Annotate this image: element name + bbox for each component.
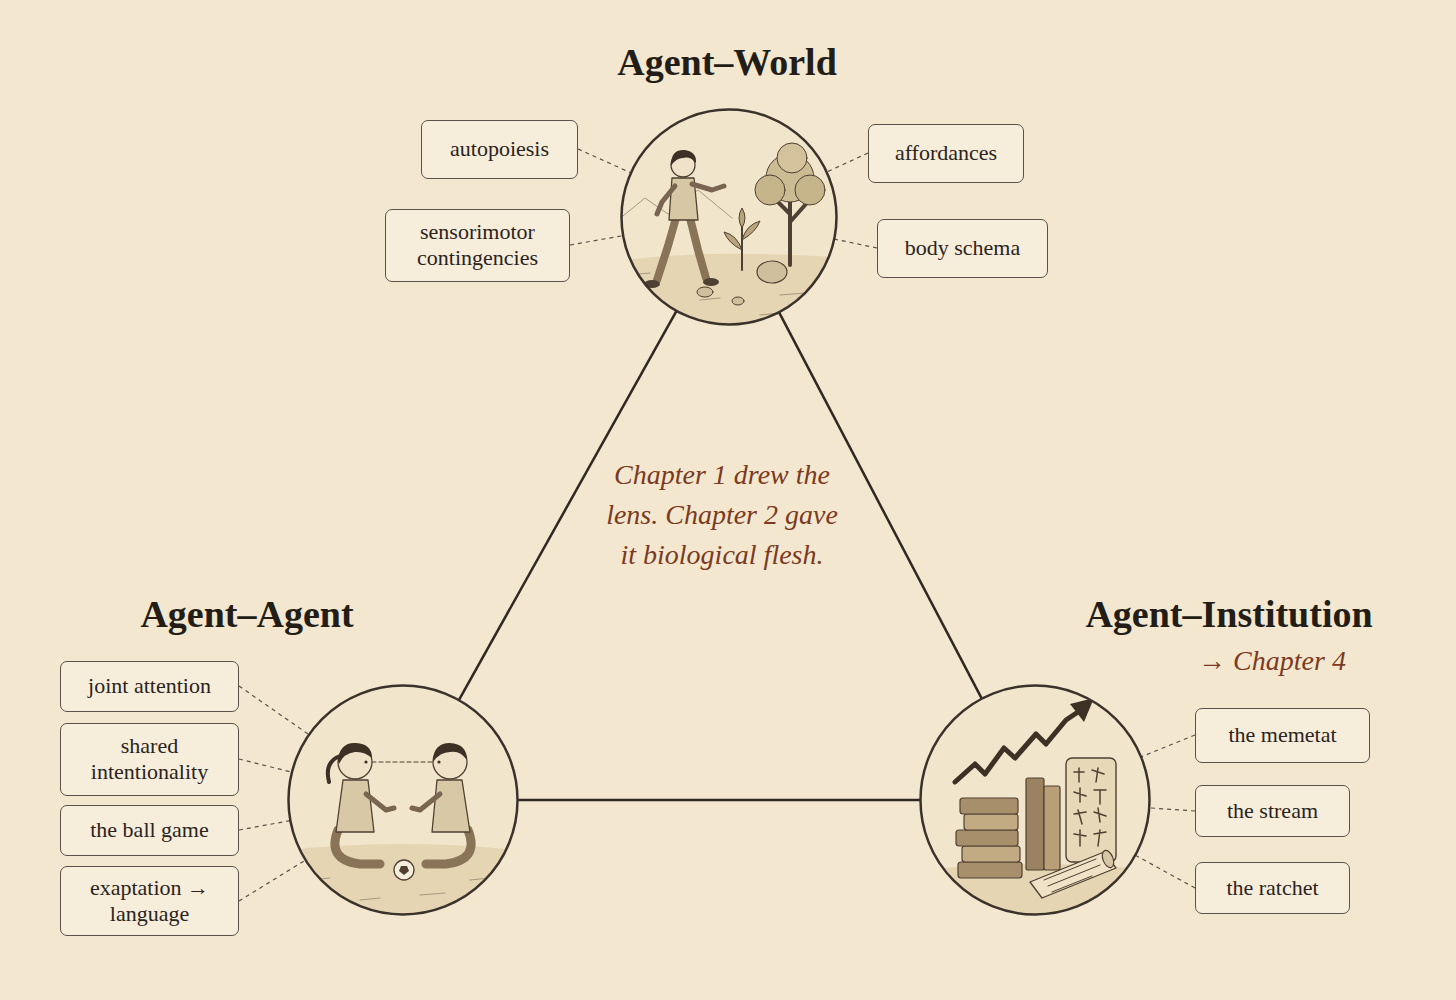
world-vignette-part xyxy=(703,278,719,286)
world-vignette-part xyxy=(671,150,696,166)
ball-game-vignette-part xyxy=(338,743,372,764)
concept-label: affordances xyxy=(895,140,997,166)
world-vignette-part xyxy=(742,221,760,240)
ball-game-vignette-part xyxy=(433,743,467,762)
concept-label: autopoiesis xyxy=(450,136,549,162)
ball-game-vignette-part xyxy=(372,761,432,762)
world-vignette-part xyxy=(690,218,706,278)
concept-label: the memetat xyxy=(1228,722,1336,748)
concept-box: autopoiesis xyxy=(421,120,578,179)
world-vignette xyxy=(612,110,848,335)
world-vignette-part xyxy=(739,208,745,228)
leader-line xyxy=(1141,735,1195,757)
institution-vignette-part xyxy=(1026,778,1044,870)
leader-line xyxy=(239,821,290,830)
institution-vignette-part xyxy=(955,712,1078,782)
concept-label: shared intentionality xyxy=(73,733,226,786)
ball-game-vignette-part xyxy=(437,760,440,763)
topic-circle: Agent–Agent xyxy=(287,684,519,916)
concept-label: the ratchet xyxy=(1226,875,1318,901)
leader-line xyxy=(239,759,292,772)
topic-circle: Agent–World xyxy=(620,108,838,326)
circle-outline xyxy=(622,110,837,325)
triangle-side xyxy=(518,799,921,802)
topic-circle: Agent–Institution→ Chapter 4 xyxy=(919,684,1151,916)
world-vignette-part xyxy=(774,198,806,265)
world-vignette-part xyxy=(755,175,785,205)
ball-game-vignette-part xyxy=(426,830,471,864)
leader-line xyxy=(239,860,306,901)
leader-line xyxy=(570,236,623,245)
ball-game-vignette-part xyxy=(399,866,409,875)
circle-outline xyxy=(919,684,1151,916)
world-vignette-part xyxy=(795,175,825,205)
institution-vignette-part xyxy=(1066,758,1116,862)
concept-box: the stream xyxy=(1195,785,1350,837)
concept-box: body schema xyxy=(877,219,1048,278)
institution-vignette-part xyxy=(964,814,1018,830)
institution-vignette-part xyxy=(956,830,1018,846)
leader-line xyxy=(834,239,877,248)
world-vignette-part xyxy=(657,186,675,214)
concept-label: joint attention xyxy=(88,673,211,699)
world-vignette-part xyxy=(692,184,724,190)
leader-line xyxy=(827,153,868,172)
relation-heading: Agent–World xyxy=(617,40,837,84)
concept-box: exaptation → language xyxy=(60,866,239,937)
world-vignette-part xyxy=(697,287,713,297)
leader-line xyxy=(1135,855,1195,888)
institution-vignette-part xyxy=(1070,698,1094,722)
concept-box: shared intentionality xyxy=(60,723,239,796)
concept-label: sensorimotor contingencies xyxy=(398,219,557,272)
leader-line xyxy=(578,149,631,173)
ball-game-vignette-part xyxy=(328,756,340,782)
ball-game-vignette-part xyxy=(412,794,440,810)
world-vignette-part xyxy=(724,232,742,250)
leader-line xyxy=(239,686,309,735)
world-vignette-part xyxy=(657,218,676,280)
institution-vignette-part xyxy=(960,798,1018,814)
concept-box: the ball game xyxy=(60,805,239,856)
ball-game-vignette-part xyxy=(366,794,394,810)
connector-layer-part xyxy=(239,149,1195,901)
concept-box: sensorimotor contingencies xyxy=(385,209,570,282)
world-vignette-part xyxy=(757,261,787,283)
ball-game-vignette xyxy=(288,686,518,920)
leader-line xyxy=(1149,808,1195,811)
concept-box: affordances xyxy=(868,124,1024,183)
center-note: Chapter 1 drew the lens. Chapter 2 gave … xyxy=(606,455,838,575)
concept-label: the ball game xyxy=(90,817,209,843)
world-vignette-part xyxy=(612,254,848,335)
circle-outline xyxy=(921,686,1150,915)
circle-outline xyxy=(289,686,518,915)
relation-heading: Agent–Agent xyxy=(140,592,353,636)
institution-vignette-part xyxy=(1044,786,1060,870)
concept-box: joint attention xyxy=(60,661,239,712)
concept-label: the stream xyxy=(1227,798,1318,824)
concept-label: exaptation → language xyxy=(73,875,226,928)
institution-vignette-part xyxy=(962,846,1020,862)
ball-game-vignette-part xyxy=(336,780,374,832)
concept-box: the ratchet xyxy=(1195,862,1350,914)
concept-box: the memetat xyxy=(1195,708,1370,763)
institution-vignette-part xyxy=(1100,849,1116,869)
institution-vignette-part xyxy=(1044,859,1100,892)
world-vignette-part xyxy=(732,297,744,305)
circle-outline xyxy=(620,108,838,326)
world-vignette-part xyxy=(777,143,807,173)
ball-game-vignette-part xyxy=(394,860,414,880)
institution-vignette-part xyxy=(920,864,1150,920)
ball-game-vignette-part xyxy=(335,830,380,864)
relation-heading: Agent–Institution xyxy=(1085,592,1372,636)
concept-label: body schema xyxy=(905,235,1020,261)
institution-vignette-part xyxy=(1074,768,1106,846)
institution-vignette-part xyxy=(958,862,1022,878)
ball-game-vignette-part xyxy=(364,760,367,763)
circle-outline xyxy=(287,684,519,916)
chapter-pointer: → Chapter 4 xyxy=(1198,645,1346,677)
institution-vignette xyxy=(920,686,1150,920)
ball-game-vignette-part xyxy=(432,780,470,832)
